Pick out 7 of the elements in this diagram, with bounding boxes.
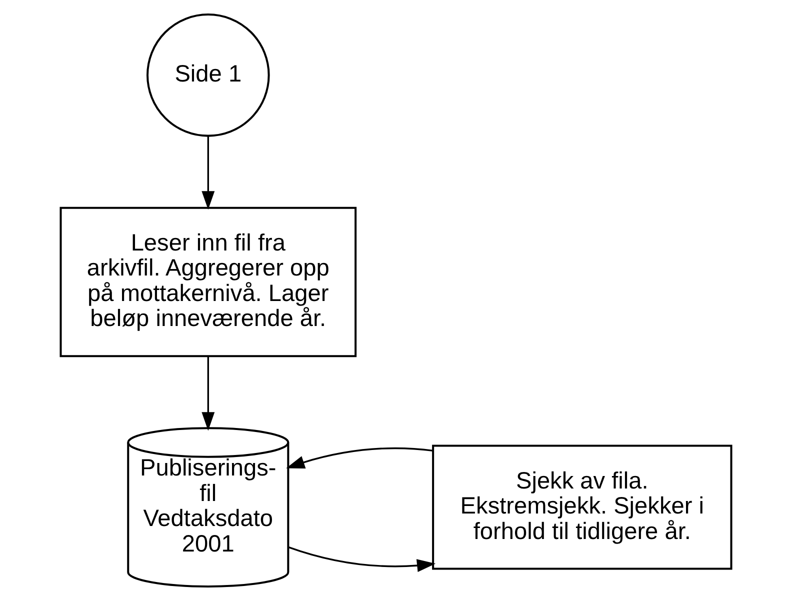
node-box: Sjekk av fila. Ekstremsjekk. Sjekker i forhold til tidligere år.	[432, 444, 732, 570]
node-box: Leser inn fil fra arkivfil. Aggregerer opp på mottakernivå. Lager beløp inneværende år.	[60, 206, 357, 358]
arrow	[202, 356, 215, 431]
arrow	[286, 447, 434, 468]
node-circle: Side 1	[146, 14, 270, 137]
arrow	[202, 136, 215, 210]
arrow	[288, 546, 436, 572]
